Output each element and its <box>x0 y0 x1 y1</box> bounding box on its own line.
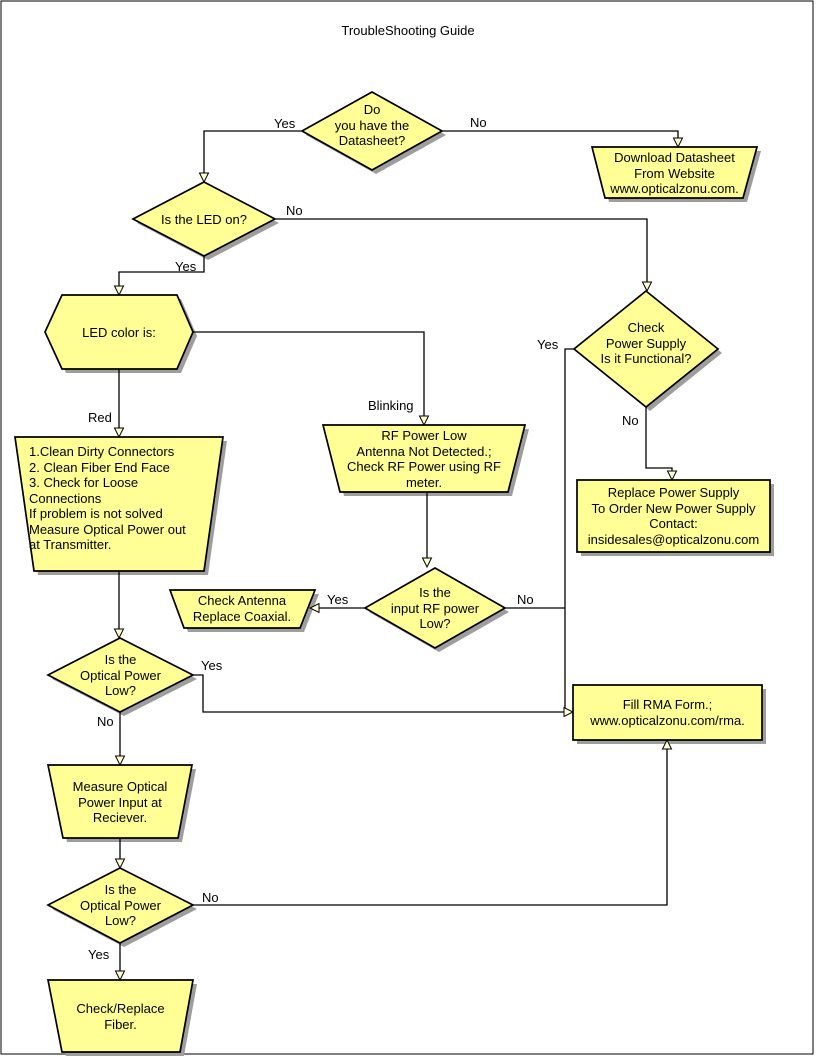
edge-label-opt2-no: No <box>202 890 219 905</box>
arrowhead <box>114 755 126 767</box>
check-fiber-shape <box>46 979 195 1053</box>
check-antenna-shape <box>168 589 317 629</box>
edge-led-no-line <box>275 218 648 282</box>
edge-ps-yes-line <box>564 348 574 712</box>
datasheet-decision-diamond <box>300 91 444 171</box>
page-title: TroubleShooting Guide <box>341 23 475 38</box>
node-datasheet-question: Do you have the Datasheet? <box>334 102 410 148</box>
node-check-fiber: Check/Replace Fiber. <box>76 1001 165 1032</box>
arrowhead <box>308 602 320 614</box>
arrowhead <box>666 470 678 482</box>
node-fill-rma: Fill RMA Form.; www.opticalzonu.com/rma. <box>590 697 745 728</box>
edge-label-led-red: Red <box>88 410 112 425</box>
node-rf-power-low: RF Power Low Antenna Not Detected.; Chec… <box>347 428 501 490</box>
edge-label-opt2-yes: Yes <box>88 947 110 962</box>
led-on-decision-diamond <box>131 181 277 257</box>
edge-label-led-no: No <box>286 203 303 218</box>
arrowhead <box>418 415 430 427</box>
arrowhead <box>641 281 653 293</box>
shapes <box>14 91 771 1053</box>
edge-label-opt1-yes: Yes <box>201 658 223 673</box>
edge-label-opt1-no: No <box>97 714 114 729</box>
edge-led-blinking-line <box>193 331 425 416</box>
clean-steps-shape <box>14 436 224 572</box>
rf-power-low-shape <box>321 424 527 493</box>
node-optical-low-2-question: Is the Optical Power Low? <box>80 882 161 928</box>
edge-label-ps-no: No <box>622 413 639 428</box>
rf-input-low-diamond <box>363 567 507 649</box>
node-replace-power-supply: Replace Power Supply To Order New Power … <box>587 485 760 547</box>
connectors <box>118 130 679 971</box>
edge-opt2-no-line <box>193 749 668 906</box>
edge-label-led-blinking: Blinking <box>368 398 414 413</box>
arrowhead <box>114 970 126 982</box>
arrowhead <box>661 738 673 750</box>
node-optical-low-1-question: Is the Optical Power Low? <box>80 652 161 698</box>
node-rf-input-low-question: Is the input RF power Low? <box>390 585 480 631</box>
optical-low-1-diamond <box>46 637 195 713</box>
edge-label-rf-no: No <box>517 592 534 607</box>
arrowhead <box>563 706 575 718</box>
node-clean-steps: 1.Clean Dirty Connectors 2. Clean Fiber … <box>29 444 186 552</box>
edge-led-yes-line <box>118 256 205 286</box>
edge-label-led-yes: Yes <box>175 259 197 274</box>
arrowhead <box>421 557 433 569</box>
arrowhead <box>672 137 684 149</box>
edge-datasheet-yes-line <box>203 130 302 173</box>
node-led-on-question: Is the LED on? <box>161 212 247 227</box>
optical-low-2-diamond <box>46 867 195 944</box>
node-check-power-supply: Check Power Supply Is it Functional? <box>600 320 692 366</box>
measure-optical-shape <box>46 764 194 839</box>
edge-ps-no-line <box>645 407 673 471</box>
arrowhead <box>113 427 125 439</box>
fill-rma-rect <box>572 684 763 741</box>
edge-label-ps-yes: Yes <box>537 337 559 352</box>
arrowhead <box>114 858 126 870</box>
node-download-datasheet: Download Datasheet From Website www.opti… <box>610 150 739 196</box>
check-power-supply-diamond <box>572 289 720 409</box>
arrowhead <box>198 172 210 184</box>
node-led-color: LED color is: <box>82 325 156 340</box>
node-measure-optical: Measure Optical Power Input at Reciever. <box>72 779 168 825</box>
edge-datasheet-no-line <box>442 130 679 138</box>
edge-label-datasheet-no: No <box>470 115 487 130</box>
replace-power-supply-rect <box>576 479 771 553</box>
edge-label-rf-yes: Yes <box>327 592 349 607</box>
download-datasheet-shape <box>590 146 759 199</box>
edge-label-datasheet-yes: Yes <box>274 116 296 131</box>
arrowhead <box>113 628 125 640</box>
arrowheads <box>113 137 684 982</box>
edge-opt1-yes-line <box>193 674 564 713</box>
node-check-antenna: Check Antenna Replace Coaxial. <box>192 593 292 624</box>
arrowhead <box>113 285 125 297</box>
led-color-hexagon <box>44 294 194 370</box>
